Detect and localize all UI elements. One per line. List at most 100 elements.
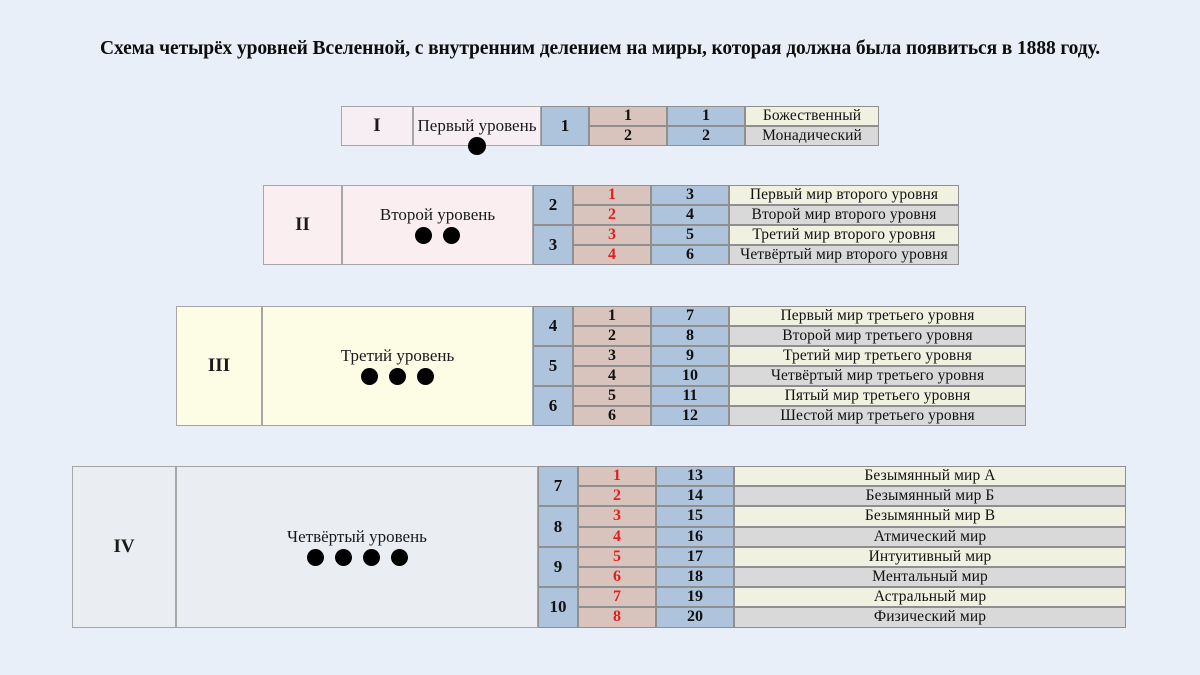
world-global-number: 2: [667, 126, 745, 146]
world-local-number: 5: [578, 546, 656, 567]
level-roman-numeral-cell: IV: [72, 466, 176, 628]
level-dot-marker-group: [361, 367, 434, 385]
world-global-number: 11: [651, 386, 729, 406]
group-number-column: 1: [541, 106, 589, 146]
world-global-number: 15: [656, 506, 734, 527]
world-name: Второй мир третьего уровня: [729, 326, 1026, 346]
world-name: Первый мир третьего уровня: [729, 306, 1026, 326]
world-local-number: 2: [589, 126, 667, 146]
group-number-cell: 9: [538, 546, 578, 588]
world-local-number: 3: [573, 346, 651, 366]
group-number-cell: 10: [538, 587, 578, 628]
level-label-cell: Второй уровень: [342, 185, 533, 265]
world-name: Интуитивный мир: [734, 546, 1126, 567]
level-roman-numeral: III: [207, 355, 231, 376]
world-global-number: 3: [651, 185, 729, 205]
world-name: Третий мир третьего уровня: [729, 346, 1026, 366]
level-dot-icon: [306, 548, 324, 566]
world-name: Ментальный мир: [734, 566, 1126, 588]
level-dot-icon: [443, 226, 460, 244]
level-dot-icon: [417, 367, 434, 385]
world-local-number: 1: [573, 306, 651, 326]
world-name: Физический мир: [734, 607, 1126, 628]
world-name: Безымянный мир А: [734, 466, 1126, 487]
world-global-number: 18: [656, 566, 734, 588]
level-roman-numeral-cell: III: [176, 306, 262, 426]
world-local-number: 5: [573, 386, 651, 406]
world-name: Второй мир второго уровня: [729, 205, 959, 225]
level-dot-icon: [362, 548, 380, 566]
level-dot-icon: [415, 226, 432, 244]
world-local-number: 2: [578, 486, 656, 507]
world-local-number: 2: [573, 326, 651, 346]
level-dot-icon: [361, 367, 378, 385]
world-local-number: 1: [573, 185, 651, 205]
world-local-number: 7: [578, 587, 656, 608]
level-roman-numeral: II: [295, 214, 310, 235]
level-label-cell: Первый уровень: [413, 106, 541, 155]
world-global-number: 6: [651, 245, 729, 265]
group-number-cell: 4: [533, 306, 573, 346]
level-dot-icon: [389, 367, 406, 385]
world-global-number: 9: [651, 346, 729, 366]
world-name: Первый мир второго уровня: [729, 185, 959, 205]
world-global-number: 5: [651, 225, 729, 245]
world-global-number: 4: [651, 205, 729, 225]
level-label-cell: Четвёртый уровень: [176, 466, 538, 628]
world-name: Третий мир второго уровня: [729, 225, 959, 245]
world-global-number: 1: [667, 106, 745, 126]
world-name: Монадический: [745, 126, 879, 146]
level-dot-icon: [390, 548, 408, 566]
world-local-number: 3: [578, 506, 656, 527]
world-local-number: 1: [589, 106, 667, 126]
world-global-number: 13: [656, 466, 734, 487]
group-number-cell: 7: [538, 466, 578, 507]
world-name: Пятый мир третьего уровня: [729, 386, 1026, 406]
world-global-number: 16: [656, 526, 734, 547]
group-number-cell: 5: [533, 346, 573, 386]
level-roman-numeral-cell: II: [263, 185, 342, 265]
level-label-cell: Третий уровень: [262, 306, 533, 426]
level-roman-numeral-cell: I: [341, 106, 413, 146]
world-name: Атмический мир: [734, 526, 1126, 547]
world-local-number: 8: [578, 607, 656, 628]
world-global-number: 19: [656, 587, 734, 608]
world-name: Шестой мир третьего уровня: [729, 406, 1026, 426]
page-title: Схема четырёх уровней Вселенной, с внутр…: [99, 38, 1100, 59]
level-label: Второй уровень: [379, 205, 496, 225]
world-name: Четвёртый мир третьего уровня: [729, 366, 1026, 386]
level-label: Третий уровень: [340, 346, 455, 366]
world-global-number: 20: [656, 607, 734, 628]
world-global-number: 17: [656, 546, 734, 567]
world-local-number: 2: [573, 205, 651, 225]
world-local-number: 6: [578, 566, 656, 588]
world-local-number: 4: [578, 526, 656, 547]
world-local-number: 6: [573, 406, 651, 426]
